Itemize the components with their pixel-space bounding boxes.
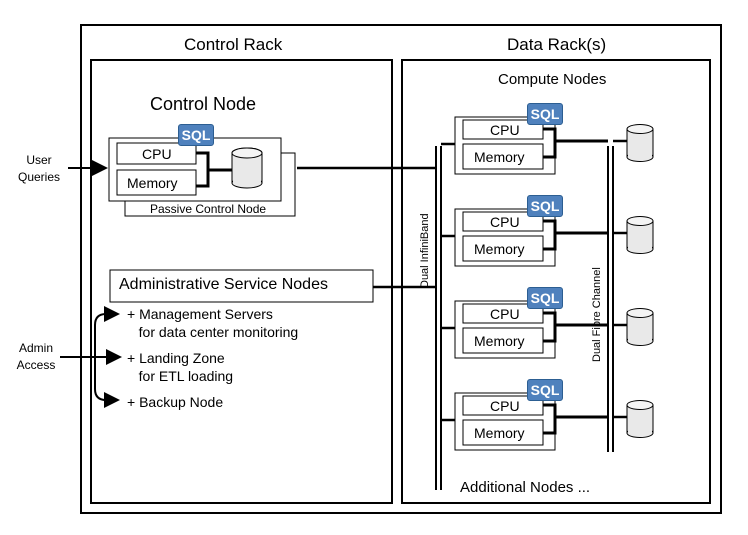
control-rack-title: Control Rack	[184, 35, 283, 54]
compute-link	[543, 127, 608, 159]
infiniband-label: Dual InfiniBand	[419, 213, 431, 288]
compute-cpu-label: CPU	[490, 398, 520, 414]
admin-item-backup: + Backup Node	[127, 394, 224, 410]
compute-memory-box	[462, 327, 544, 354]
data-rack-box	[401, 59, 711, 504]
compute-nodes-title: Compute Nodes	[498, 71, 607, 88]
passive-control-node-label: Passive Control Node	[150, 202, 267, 216]
compute-disk-top	[626, 400, 654, 410]
fibre-channel-label: Dual Fibre Channel	[591, 267, 603, 362]
data-rack-title: Data Rack(s)	[507, 35, 607, 54]
user-queries-label: User Queries	[17, 153, 61, 184]
compute-sql-badge: SQL	[527, 103, 563, 125]
compute-link	[543, 311, 608, 343]
compute-memory-label: Memory	[474, 241, 525, 257]
compute-disk-top	[626, 124, 654, 134]
additional-nodes-label: Additional Nodes ...	[460, 479, 591, 496]
compute-disk-top	[626, 216, 654, 226]
compute-memory-box	[462, 143, 544, 170]
compute-sql-badge: SQL	[527, 195, 563, 217]
compute-link	[543, 219, 608, 251]
compute-disk-fill	[628, 222, 652, 249]
control-node-title: Control Node	[150, 94, 257, 114]
compute-disk-fill	[628, 406, 652, 433]
admin-access-label: Admin Access	[16, 341, 56, 372]
admin-item-landing-zone: + Landing Zone for ETL loading	[127, 350, 234, 384]
compute-disk-fill	[628, 314, 652, 341]
compute-cpu-label: CPU	[490, 306, 520, 322]
admin-box-label: Administrative Service Nodes	[119, 276, 328, 293]
compute-memory-box	[462, 235, 544, 262]
compute-memory-box	[462, 419, 544, 446]
control-rack-box	[90, 59, 393, 504]
compute-sql-badge: SQL	[527, 379, 563, 401]
admin-item-management: + Management Servers for data center mon…	[127, 306, 299, 340]
control-disk-icon	[231, 147, 263, 189]
compute-memory-label: Memory	[474, 425, 525, 441]
compute-link	[543, 403, 608, 435]
compute-cpu-label: CPU	[490, 214, 520, 230]
compute-sql-badge: SQL	[527, 287, 563, 309]
compute-disk-fill	[628, 130, 652, 157]
control-cpu-label: CPU	[142, 146, 172, 162]
control-sql-badge: SQL	[178, 124, 214, 146]
compute-cpu-label: CPU	[490, 122, 520, 138]
control-memory-box	[116, 169, 197, 196]
compute-memory-label: Memory	[474, 333, 525, 349]
compute-disk-top	[626, 308, 654, 318]
compute-memory-label: Memory	[474, 149, 525, 165]
control-memory-label: Memory	[127, 175, 178, 191]
outer-frame	[80, 24, 722, 514]
